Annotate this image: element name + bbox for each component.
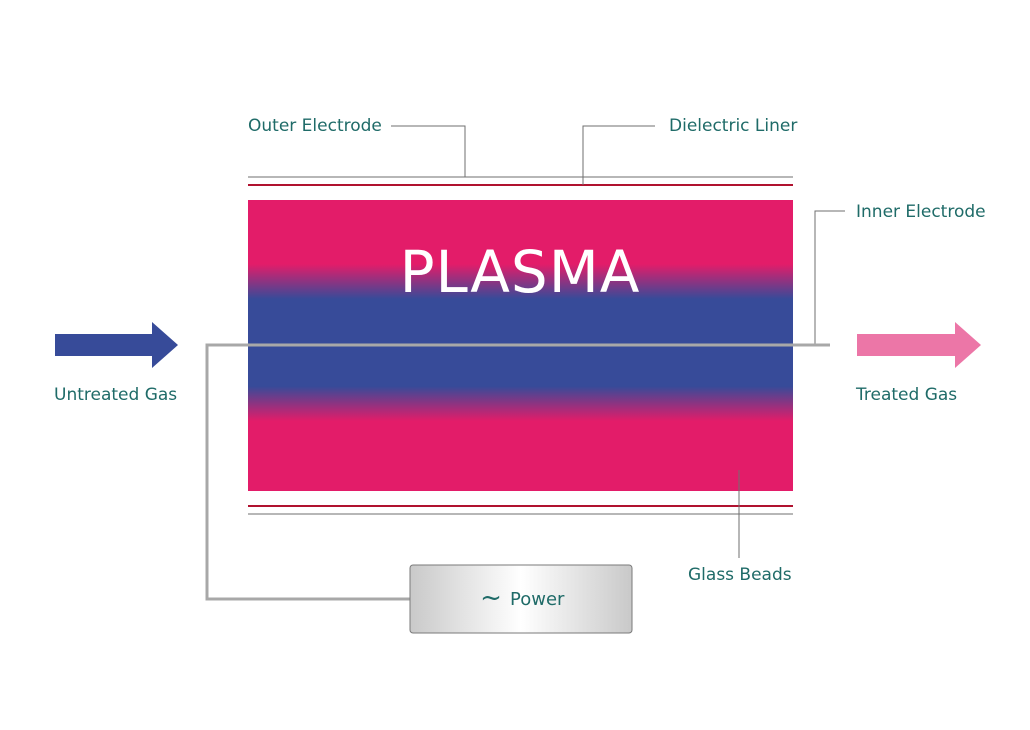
outer-electrode-leader: [391, 125, 466, 177]
dielectric-liner-label: Dielectric Liner: [669, 116, 797, 136]
dielectric-liner-leader: [582, 125, 655, 185]
power-box: [409, 564, 633, 634]
arrow-right-icon: [55, 322, 178, 368]
inner-electrode-label: Inner Electrode: [856, 202, 986, 222]
treated-gas-arrow: [857, 322, 981, 368]
treated-gas-label: Treated Gas: [855, 385, 957, 405]
arrow-right-icon: [857, 322, 981, 368]
untreated-gas-arrow: [55, 322, 178, 368]
power-symbol-icon: ~: [480, 583, 502, 613]
outer-electrode-label: Outer Electrode: [248, 116, 382, 136]
glass-beads-label: Glass Beads: [688, 565, 792, 585]
inner-electrode-wire: [205, 343, 830, 601]
power-label: Power: [510, 589, 565, 610]
inner-electrode-leader: [814, 210, 845, 345]
untreated-gas-label: Untreated Gas: [54, 385, 177, 405]
plasma-label: PLASMA: [400, 238, 641, 306]
